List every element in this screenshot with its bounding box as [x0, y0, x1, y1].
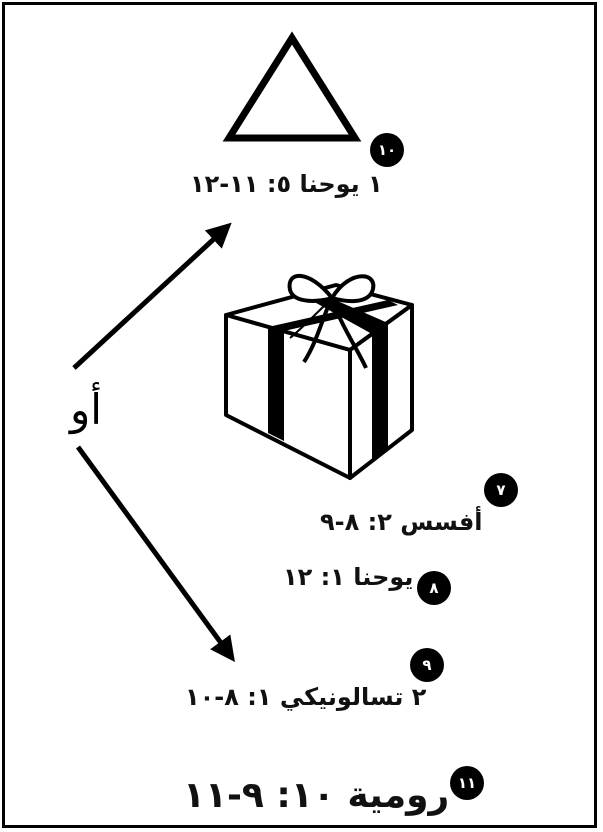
number-badge-7: ٧: [484, 473, 518, 507]
or-label: أو: [70, 385, 102, 434]
arrow-up-icon: [72, 222, 232, 370]
reference-romans-10: رومية ١٠: ٩-١١: [183, 775, 450, 816]
number-badge-9: ٩: [410, 648, 444, 682]
page-border: [2, 2, 597, 828]
reference-ephesians-2: أفسس ٢: ٨-٩: [320, 508, 483, 536]
arrow-down-icon: [75, 445, 235, 663]
number-badge-10: ١٠: [370, 133, 404, 167]
reference-2-thessalonians-1: ٢ تسالونيكي ١: ٨-١٠: [185, 683, 427, 711]
number-badge-8: ٨: [417, 571, 451, 605]
triangle-icon: [222, 31, 362, 142]
reference-john-1: يوحنا ١: ١٢: [283, 563, 414, 591]
number-badge-11: ١١: [450, 766, 484, 800]
gift-box-icon: [224, 273, 414, 480]
reference-1-john-5: ١ يوحنا ٥: ١١-١٢: [190, 170, 383, 198]
